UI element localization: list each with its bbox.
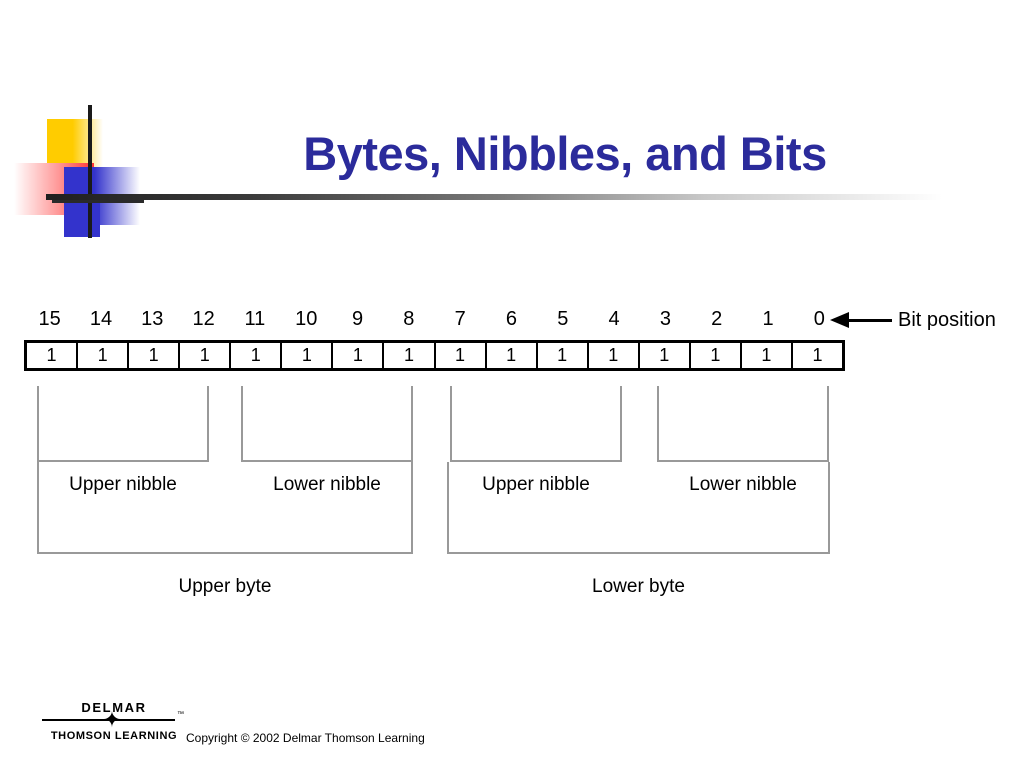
nibble-bracket-2 [450, 386, 622, 462]
bit-position-8: 8 [403, 308, 415, 330]
bit-cell-9: 1 [333, 343, 385, 368]
bit-position-2: 2 [711, 308, 723, 330]
nibble-label-2: Upper nibble [482, 474, 590, 495]
nibble-bracket-3 [657, 386, 829, 462]
star-icon: ✦ [102, 707, 122, 732]
bit-cell-4: 1 [589, 343, 640, 368]
bit-position-5: 5 [557, 308, 569, 330]
nibble-bracket-1 [241, 386, 413, 462]
bit-cell-1: 1 [742, 343, 793, 368]
bit-cell-6: 1 [487, 343, 538, 368]
left-arrow-icon [830, 312, 892, 328]
bit-cell-12: 1 [180, 343, 232, 368]
bit-position-3: 3 [659, 308, 671, 330]
copyright-notice: Copyright © 2002 Delmar Thomson Learning [186, 731, 425, 745]
logo-thomson-learning-text: THOMSON LEARNING [50, 730, 178, 742]
bit-position-11: 11 [244, 308, 266, 330]
bit-cell-7: 1 [436, 343, 487, 368]
byte-label-1: Lower byte [592, 576, 685, 597]
bit-cell-15: 1 [27, 343, 79, 368]
arrow-shaft [848, 319, 892, 322]
logo-delmar-text: DELMAR [81, 700, 147, 715]
byte-bracket-0 [37, 462, 413, 554]
logo-divider-bar [42, 719, 175, 721]
bit-position-1: 1 [762, 308, 774, 330]
byte-label-0: Upper byte [178, 576, 272, 597]
arrow-head [830, 312, 849, 328]
accent-square-blue-solid [64, 197, 100, 237]
bit-position-4: 4 [608, 308, 620, 330]
byte-bracket-1 [447, 462, 830, 554]
bit-cell-0: 1 [812, 345, 823, 365]
bit-cell-10: 1 [282, 343, 334, 368]
bit-position-10: 10 [295, 308, 318, 330]
bit-position-12: 12 [192, 308, 215, 330]
bit-position-7: 7 [454, 308, 466, 330]
bit-position-13: 13 [141, 308, 164, 330]
bit-cell-5: 1 [538, 343, 589, 368]
bit-position-15: 15 [38, 308, 61, 330]
bit-position-label: Bit position [898, 309, 996, 331]
trademark-icon: ™ [177, 711, 184, 718]
nibble-bracket-0 [37, 386, 209, 462]
bit-position-6: 6 [505, 308, 518, 330]
bit-cell-14: 1 [78, 343, 130, 368]
nibble-label-0: Upper nibble [69, 474, 177, 495]
delmar-thomson-logo: DELMAR ✦ ™ THOMSON LEARNING [40, 700, 188, 752]
page-title: Bytes, Nibbles, and Bits [303, 127, 827, 180]
bit-position-0: 0 [813, 308, 825, 330]
bit-position-14: 14 [89, 308, 113, 330]
bit-cell-2: 1 [691, 343, 742, 368]
bit-cell-11: 1 [231, 343, 283, 368]
accent-vertical-line [88, 105, 92, 238]
nibble-label-3: Lower nibble [689, 474, 797, 495]
bit-cell-3: 1 [640, 343, 691, 368]
title-divider-rule [46, 194, 961, 200]
bit-cell-8: 1 [384, 343, 436, 368]
nibble-label-1: Lower nibble [273, 474, 381, 495]
bit-position-9: 9 [351, 308, 364, 330]
bit-cell-13: 1 [129, 343, 181, 368]
